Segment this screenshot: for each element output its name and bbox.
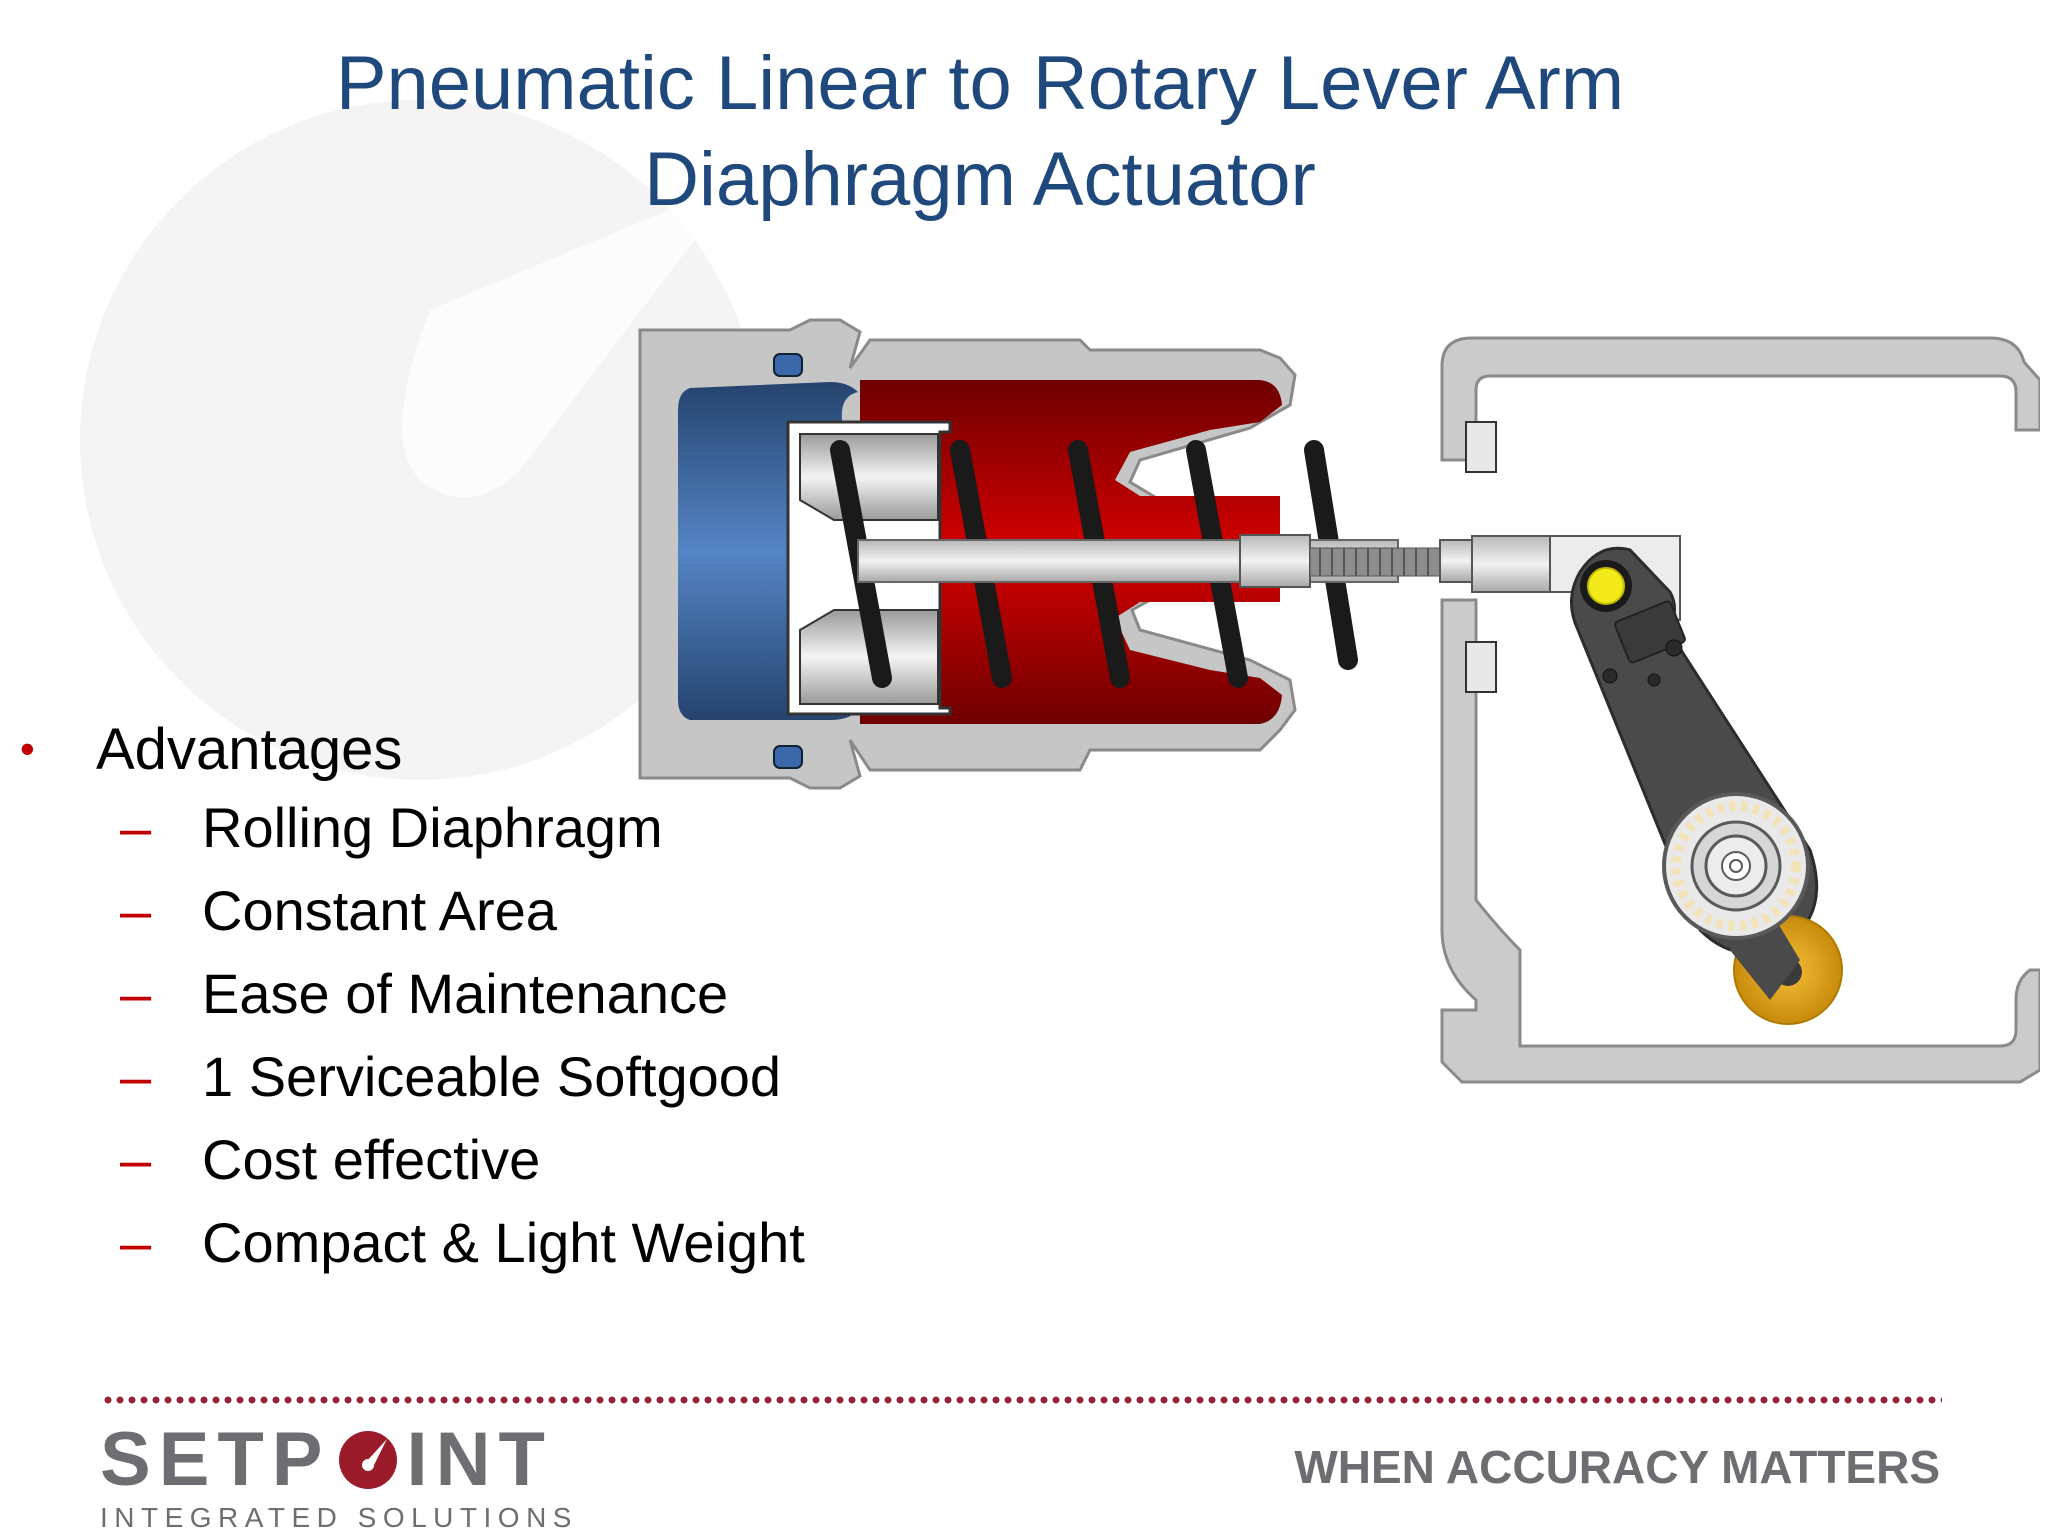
logo-wordmark: SETP INT bbox=[100, 1420, 578, 1500]
sub-bullet-marker: – bbox=[120, 962, 152, 1025]
sub-bullet-marker: – bbox=[120, 1211, 152, 1274]
setpoint-logo: SETP INT INTEGRATED SOLUTIONS bbox=[100, 1420, 578, 1534]
title-line-2: Diaphragm Actuator bbox=[644, 137, 1316, 222]
list-item: – Constant Area bbox=[16, 869, 805, 952]
list-item: – Ease of Maintenance bbox=[16, 952, 805, 1035]
bolt-top bbox=[1465, 421, 1497, 473]
sub-bullet-marker: – bbox=[120, 1045, 152, 1108]
logo-text-part1: SETP bbox=[100, 1417, 331, 1502]
list-item-label: Rolling Diaphragm bbox=[202, 796, 663, 859]
sub-bullet-marker: – bbox=[120, 1128, 152, 1191]
title-line-1: Pneumatic Linear to Rotary Lever Arm bbox=[335, 41, 1625, 126]
seal-bottom bbox=[773, 745, 803, 769]
list-item-label: Constant Area bbox=[202, 879, 557, 942]
clevis-block bbox=[1471, 535, 1563, 593]
logo-subtitle: INTEGRATED SOLUTIONS bbox=[100, 1502, 578, 1533]
gauge-watermark-icon bbox=[80, 100, 760, 780]
list-item: – Cost effective bbox=[16, 1118, 805, 1201]
bolt-bottom bbox=[1465, 641, 1497, 693]
list-item: – Rolling Diaphragm bbox=[16, 786, 805, 869]
gauge-needle-icon bbox=[338, 1431, 397, 1489]
list-heading-row: • Advantages bbox=[16, 712, 805, 786]
list-item-label: Ease of Maintenance bbox=[202, 962, 729, 1025]
actuator-diagram bbox=[638, 318, 2040, 1084]
list-item: – Compact & Light Weight bbox=[16, 1201, 805, 1284]
logo-text-part2: INT bbox=[406, 1417, 553, 1502]
gearbox-housing bbox=[1440, 336, 2040, 1084]
sub-bullet-marker: – bbox=[120, 879, 152, 942]
list-heading: Advantages bbox=[96, 716, 403, 782]
tagline: WHEN ACCURACY MATTERS bbox=[1294, 1441, 1940, 1493]
dotted-divider bbox=[102, 1396, 1942, 1404]
list-item-label: Compact & Light Weight bbox=[202, 1211, 805, 1274]
sub-bullet-marker: – bbox=[120, 796, 152, 859]
list-item: – 1 Serviceable Softgood bbox=[16, 1035, 805, 1118]
bullet-marker: • bbox=[20, 725, 35, 772]
list-item-label: Cost effective bbox=[202, 1128, 541, 1191]
seal-top bbox=[773, 353, 803, 377]
advantages-list: • Advantages – Rolling Diaphragm – Const… bbox=[16, 712, 805, 1284]
list-item-label: 1 Serviceable Softgood bbox=[202, 1045, 782, 1108]
slide-title: Pneumatic Linear to Rotary Lever Arm Dia… bbox=[250, 36, 1710, 228]
